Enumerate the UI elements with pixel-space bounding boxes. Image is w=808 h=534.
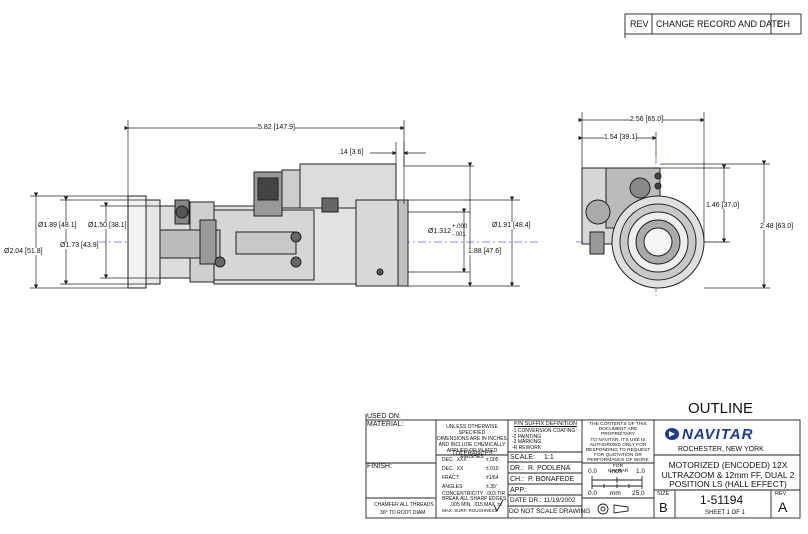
notice-line: DOCUMENT ARE PROPRIETARY (598, 427, 638, 438)
note-line: SPECIFIED (458, 430, 486, 436)
rev-value: A (778, 499, 788, 515)
dim-dia-1-50: Ø1.50 [38.1] (88, 222, 127, 229)
drawn-by-label: DR.: (510, 465, 524, 472)
dim-dia-1-91: Ø1.91 [48.4] (492, 222, 531, 229)
tol-value: ±.005 (486, 457, 499, 463)
dim-height-1-46: 1.46 [37.0] (706, 202, 740, 209)
unless-otherwise-notes: UNLESS OTHERWISE SPECIFIED DIMENSIONS AR… (436, 424, 508, 460)
note-line: DIMENSIONS ARE IN INCHES (437, 436, 507, 442)
rev-header: REV (630, 19, 649, 29)
scale-inch-start: 0.0 (588, 468, 598, 475)
change-record-header: CHANGE RECORD AND DATE (656, 19, 783, 29)
tol-value: ±.30' (486, 484, 497, 490)
scale-mm-end: 25.0 (632, 490, 645, 497)
tolerances-label: TOLERANCES: (452, 451, 495, 457)
company-logo-text: NAVITAR (682, 426, 754, 443)
tol-label: FRACT. (442, 475, 460, 481)
ch-header: CH (777, 19, 790, 29)
roughness-value: 32 (497, 502, 503, 507)
chamfer-line2: 30° TO ROOT DIAM (380, 510, 426, 516)
scale-value: 1:1 (544, 454, 554, 461)
description-line: MOTORIZED (ENCODED) 12X (668, 460, 788, 470)
pn-suffix-item: -3 MARKING (512, 439, 542, 445)
scale-inch-end: 1.0 (636, 468, 646, 475)
pn-suffix-item: -2 PAINTING (512, 433, 542, 440)
break-values: .005 MIN, .015 MAX (450, 502, 496, 508)
note-line: APPLIED OR PLATED FINISHES (446, 448, 498, 460)
used-on-label: USED ON: (367, 413, 401, 420)
proprietary-notice: THE CONTENTS OF THIS DOCUMENT ARE PROPRI… (582, 422, 654, 474)
roughness-label: MAX. SURF. ROUGHNESS (442, 508, 498, 513)
finish-label: FINISH: (367, 463, 392, 470)
notice-line: PERFORMANCE OF WORK FOR (587, 458, 649, 469)
dim-dia-2-04: Ø2.04 [51.8] (4, 248, 43, 255)
part-number: 1-51194 (700, 493, 744, 507)
dim-height-1-88: 1.88 [47.6] (468, 248, 502, 255)
tol-value: ±1/64 (486, 475, 499, 481)
end-view (576, 156, 730, 296)
pn-suffix-item: -R REWORK (512, 444, 542, 451)
dim-tol-minus: -.001 (452, 232, 466, 238)
size-label: SIZE (657, 491, 670, 497)
tol-value: ±.010 (486, 466, 499, 472)
note-line: AND INCLUDE CHEMICALLY (438, 442, 506, 448)
dim-width-2-56: 2.56 [65.0] (630, 116, 664, 123)
dim-height-2-48: 2.48 [63.0] (760, 223, 794, 230)
dim-dia-1-73: Ø1.73 [43.9] (60, 242, 99, 249)
tol-label: ANGLES (442, 484, 463, 490)
dim-dia-1-312: Ø1.312 (428, 228, 451, 235)
location: ROCHESTER, NEW YORK (678, 446, 764, 453)
checked-by-value: P. BONAFEDE (528, 476, 575, 483)
dim-dia-1-89: Ø1.89 [48.1] (38, 222, 77, 229)
dim-tol-plus: +.000 (452, 224, 468, 230)
pn-suffix-item: -1 CONVERSION COATING (512, 428, 576, 434)
note-line: UNLESS OTHERWISE (446, 424, 498, 430)
notice-line: AUTHORIZED ONLY FOR (589, 442, 647, 448)
sheet-info: SHEET 1 OF 1 (705, 510, 745, 516)
drawn-by-value: R. PODLENA (528, 465, 571, 472)
approved-label: APP.: (510, 487, 527, 494)
outline-title: OUTLINE (688, 400, 754, 417)
scale-inch-unit: inch (610, 468, 622, 475)
description-line: POSITION LS (HALL EFFECT) (669, 479, 787, 489)
tol-label: DEC. .XX (442, 466, 464, 472)
material-label: MATERIAL: (367, 421, 404, 428)
tol-label: CONCENTRICITY (442, 491, 484, 497)
rev-label: REV (775, 491, 787, 497)
tol-label: DEC. .XXX (442, 457, 467, 463)
dim-width-1-54: 1.54 [39.1] (604, 134, 638, 141)
notice-line: RESPONDING TO REQUEST (585, 448, 651, 454)
break-edges: BREAK ALL SHARP EDGES (442, 496, 507, 502)
scale-mm-start: 0.0 (588, 490, 598, 497)
notice-line: NAVITAR (607, 468, 629, 474)
tol-value: .003 TIR (486, 491, 506, 497)
notice-line: THE CONTENTS OF THIS (589, 422, 647, 427)
chamfer-line1: CHAMFER ALL THREADS (374, 502, 434, 508)
date-drawn: DATE DR.: 11/19/2002 (510, 497, 576, 504)
pn-suffix-title: P/N SUFFIX DEFINITION (514, 421, 577, 427)
notice-line: TO NAVITAR. ITS USE IS (590, 437, 646, 443)
drawing-description: MOTORIZED (ENCODED) 12X ULTRAZOOM & 12mm… (656, 460, 800, 490)
size-value: B (659, 500, 668, 515)
navitar-logo: NAVITAR (664, 426, 772, 442)
scale-mm-unit: mm (610, 490, 621, 497)
notice-line: FOR QUOTATION OR (594, 453, 642, 459)
side-view (98, 163, 540, 289)
scale-label: SCALE: (510, 454, 535, 461)
checked-by-label: CH.: (510, 476, 524, 483)
pn-suffix-list: -1 CONVERSION COATING -2 PAINTING -3 MAR… (512, 428, 576, 451)
description-line: ULTRAZOOM & 12mm FF, DUAL 2 (661, 469, 795, 480)
do-not-scale: DO NOT SCALE DRAWING (509, 508, 591, 515)
dim-offset: .14 [3.6] (338, 149, 364, 156)
dim-overall-length: 5.82 [147.9] (258, 124, 295, 131)
